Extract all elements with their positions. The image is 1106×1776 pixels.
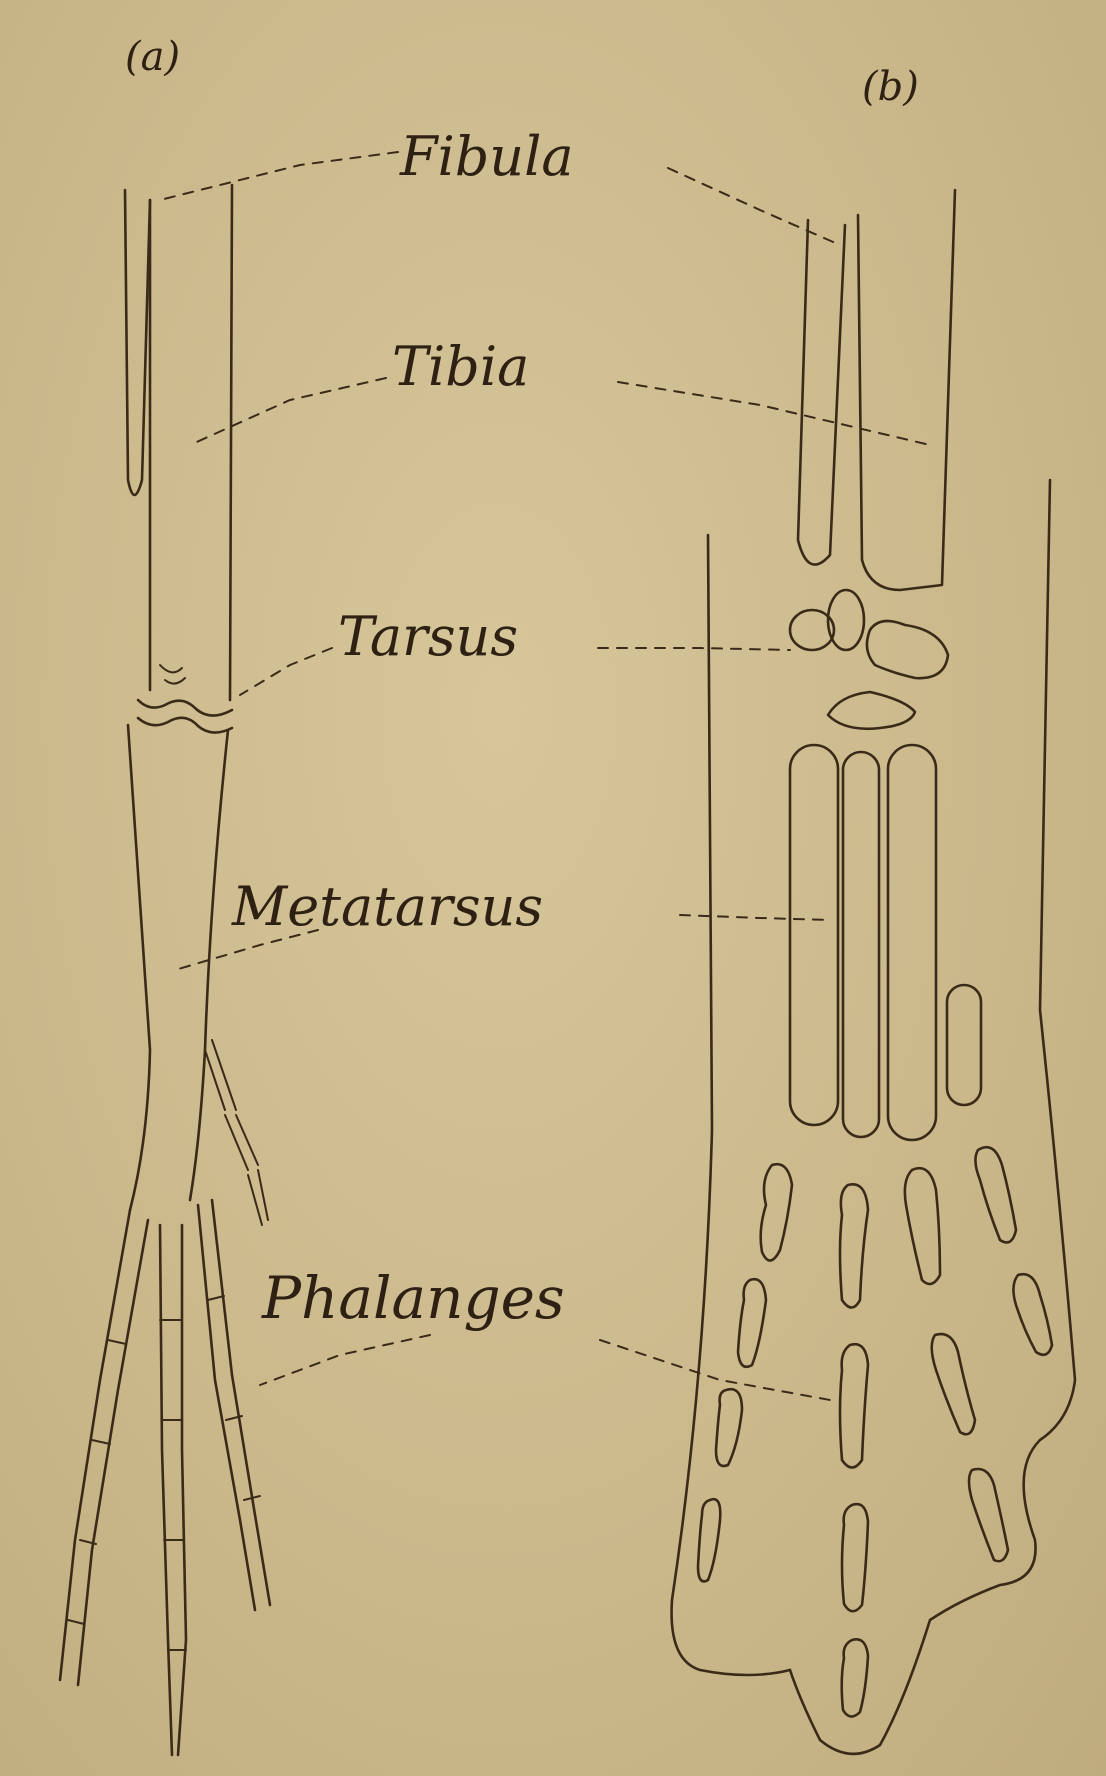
phalanx-2d [842,1639,868,1716]
metatarsal-3 [888,745,936,1140]
toe-a-middle [160,1225,186,1755]
phalanx-1a [761,1164,792,1260]
leader-tarsus-a [240,648,332,695]
metatarsal-4 [947,985,981,1105]
label-fibula: Fibula [399,125,574,188]
phalanx-1b [738,1279,766,1367]
metatarsal-2 [843,752,879,1137]
phalanx-1d [698,1499,720,1581]
phalanx-2b [840,1344,868,1467]
leg-a [60,185,270,1755]
leader-lines [160,152,930,1400]
phalanx-3b [932,1334,975,1434]
tarsal-bone-3 [867,621,948,678]
leader-tarsus-b [598,648,790,650]
phalanx-2c [842,1504,868,1611]
tarsal-bone-4 [828,692,915,729]
label-metatarsus: Metatarsus [231,875,543,938]
label-tarsus: Tarsus [338,605,518,668]
ankle-joint-a [138,700,232,716]
tibia-a-right [230,185,232,700]
toe-a-left [60,1210,148,1685]
panel-label-b: (b) [862,64,919,110]
tarsal-bone-2 [828,590,864,650]
toe-a-right [198,1200,270,1610]
label-phalanges: Phalanges [261,1264,565,1332]
foot-outline-left [672,535,790,1675]
hind-toe-a [205,1040,268,1225]
phalanx-3a [905,1168,940,1284]
leader-fibula-a [160,152,398,200]
leader-phalanges-a [260,1335,430,1385]
metatarsal-1 [790,745,838,1125]
panel-label-a: (a) [125,34,180,80]
leader-fibula-b [668,168,840,245]
leader-tibia-b [618,382,930,445]
phalanx-2a [840,1184,868,1307]
fibula-a [125,190,150,495]
fibula-b [798,220,845,565]
leader-phalanges-b [600,1340,830,1400]
leg-b [672,190,1075,1754]
phalanx-4b [1013,1274,1052,1355]
tibia-b [858,190,955,590]
label-tibia: Tibia [392,335,529,398]
ankle-mark-a [160,665,185,684]
phalanx-3c [969,1469,1008,1561]
phalanx-1c [716,1389,742,1466]
leader-tibia-a [190,378,386,445]
metatarsus-a-left [128,725,150,1210]
toe-a-right-joints [208,1296,260,1500]
phalanx-4a [975,1147,1016,1242]
toe-a-left-joints [68,1340,126,1624]
ankle-joint-a-lower [138,718,232,733]
metatarsus-a-right [190,730,228,1200]
leader-metatarsus-b [680,915,830,920]
